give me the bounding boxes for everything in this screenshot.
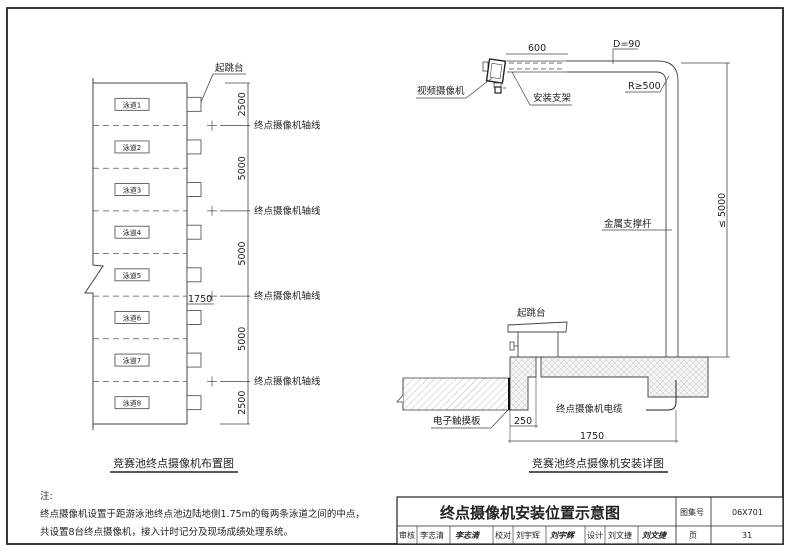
camera-label: 视频摄像机 — [417, 85, 465, 97]
reviewer-signature: 李志清 — [455, 531, 481, 540]
lane-label: 泳道3 — [123, 186, 141, 195]
lane-label-box — [114, 311, 150, 324]
page-label: 页 — [689, 531, 697, 540]
check-label: 校对 — [495, 530, 511, 540]
radius-leader — [625, 75, 670, 93]
bracket-label: 安装支架 — [533, 92, 572, 104]
bracket-length: 600 — [528, 43, 546, 54]
bend-radius: R≥500 — [628, 81, 661, 92]
notes-line-2: 共设置8台终点摄像机，接入计时记分及现场成绩处理系统。 — [40, 526, 293, 538]
lane-label: 泳道4 — [123, 228, 142, 237]
lane-label: 泳道7 — [123, 356, 141, 365]
dim-1750: 1750 — [580, 431, 604, 442]
cable-label: 终点摄像机电缆 — [556, 403, 623, 415]
notes: 注: 终点摄像机设置于距游泳池终点池边陆地侧1.75m的每两条泳道之间的中点， … — [40, 490, 365, 538]
start-block — [186, 352, 202, 368]
lane-label-box — [114, 183, 150, 196]
start-block — [186, 395, 202, 411]
review-label: 审核 — [399, 530, 415, 540]
right-view-title: 竞赛池终点摄像机安装详图 — [532, 456, 664, 470]
camera-leader — [416, 77, 493, 99]
pool-break-line — [84, 78, 104, 430]
lane-label: 泳道5 — [123, 271, 141, 280]
lane-label-box — [114, 97, 150, 111]
sheet-border — [6, 7, 784, 545]
designer-name: 刘文捷 — [608, 530, 632, 540]
lane-label-box — [114, 353, 150, 367]
deck-concrete — [509, 356, 709, 411]
pole-label: 金属支撑杆 — [604, 218, 652, 230]
camera-icon — [482, 58, 507, 94]
lane-label: 泳道1 — [123, 100, 141, 109]
support-pole-outer — [567, 60, 679, 380]
notes-line-1: 终点摄像机设置于距游泳池终点池边陆地侧1.75m的每两条泳道之间的中点， — [40, 508, 365, 520]
pool-water-hatch — [402, 377, 511, 411]
camera-axis-label: 终点摄像机轴线 — [254, 120, 321, 132]
start-block — [186, 224, 202, 240]
lane-label-box — [114, 396, 150, 410]
lane-label: 泳道8 — [123, 399, 141, 408]
touchpad-label: 电子触摸板 — [433, 415, 481, 427]
lane-label: 泳道2 — [123, 143, 141, 152]
spacing-dimension: 5000 — [237, 241, 248, 265]
start-block — [186, 310, 202, 325]
left-view-title: 竞赛池终点摄像机布置图 — [113, 456, 234, 470]
reviewer-name: 李志清 — [420, 530, 444, 540]
camera-axis-label: 终点摄像机轴线 — [254, 205, 321, 217]
checker-name: 刘宇辉 — [516, 530, 540, 540]
height-dimension: ≤ 5000 — [717, 193, 728, 228]
start-block-label: 起跳台 — [215, 62, 244, 74]
start-block — [186, 139, 202, 155]
spacing-dimension: 5000 — [237, 156, 248, 180]
start-block-leader — [200, 73, 246, 103]
layout-plan: 泳道1 泳道2 泳道3 泳道4 泳道5 泳道6 泳道7 泳道8 起跳台 2500 5000 500… — [84, 62, 321, 473]
dim-250: 250 — [514, 416, 532, 427]
start-block — [186, 182, 202, 197]
drawing-title: 终点摄像机安装位置示意图 — [440, 504, 620, 522]
notes-heading: 注: — [40, 490, 53, 502]
spacing-dimension: 5000 — [237, 327, 248, 351]
start-block — [186, 96, 202, 112]
camera-axis-label: 终点摄像机轴线 — [254, 290, 321, 302]
lane-label-box — [114, 225, 150, 239]
installation-detail: 视频摄像机 600 安装支架 D=90 R≥500 ≤ 5000 金属支撑杆 — [396, 39, 730, 473]
bracket-leader — [511, 71, 572, 106]
camera-axis-label: 终点摄像机轴线 — [254, 375, 321, 387]
spacing-dimension: 2500 — [237, 92, 248, 116]
offset-dimension: 1750 — [188, 294, 212, 305]
atlas-label: 图集号 — [680, 507, 704, 517]
pipe-diameter: D=90 — [613, 39, 640, 50]
start-block — [507, 321, 568, 358]
lane-label: 泳道6 — [123, 313, 142, 322]
spacing-dimension: 2500 — [237, 391, 248, 415]
diameter-leader — [612, 48, 638, 64]
lane-label-box — [114, 268, 150, 282]
touchpad-leader — [431, 409, 509, 429]
mounting-bracket — [507, 60, 567, 73]
title-block: 终点摄像机安装位置示意图 图集号 06X701 页 31 审核 李志清 李志清 … — [396, 496, 784, 545]
pool-break — [396, 378, 404, 410]
designer-signature: 刘文捷 — [642, 531, 668, 540]
lane-label-box — [114, 140, 150, 154]
page-number: 31 — [742, 531, 752, 540]
atlas-number: 06X701 — [732, 508, 763, 517]
detail-start-block-label: 起跳台 — [517, 307, 546, 319]
camera-cable — [646, 380, 677, 411]
design-label: 设计 — [587, 530, 603, 540]
start-block — [186, 267, 202, 283]
checker-signature: 刘宇辉 — [550, 531, 576, 540]
